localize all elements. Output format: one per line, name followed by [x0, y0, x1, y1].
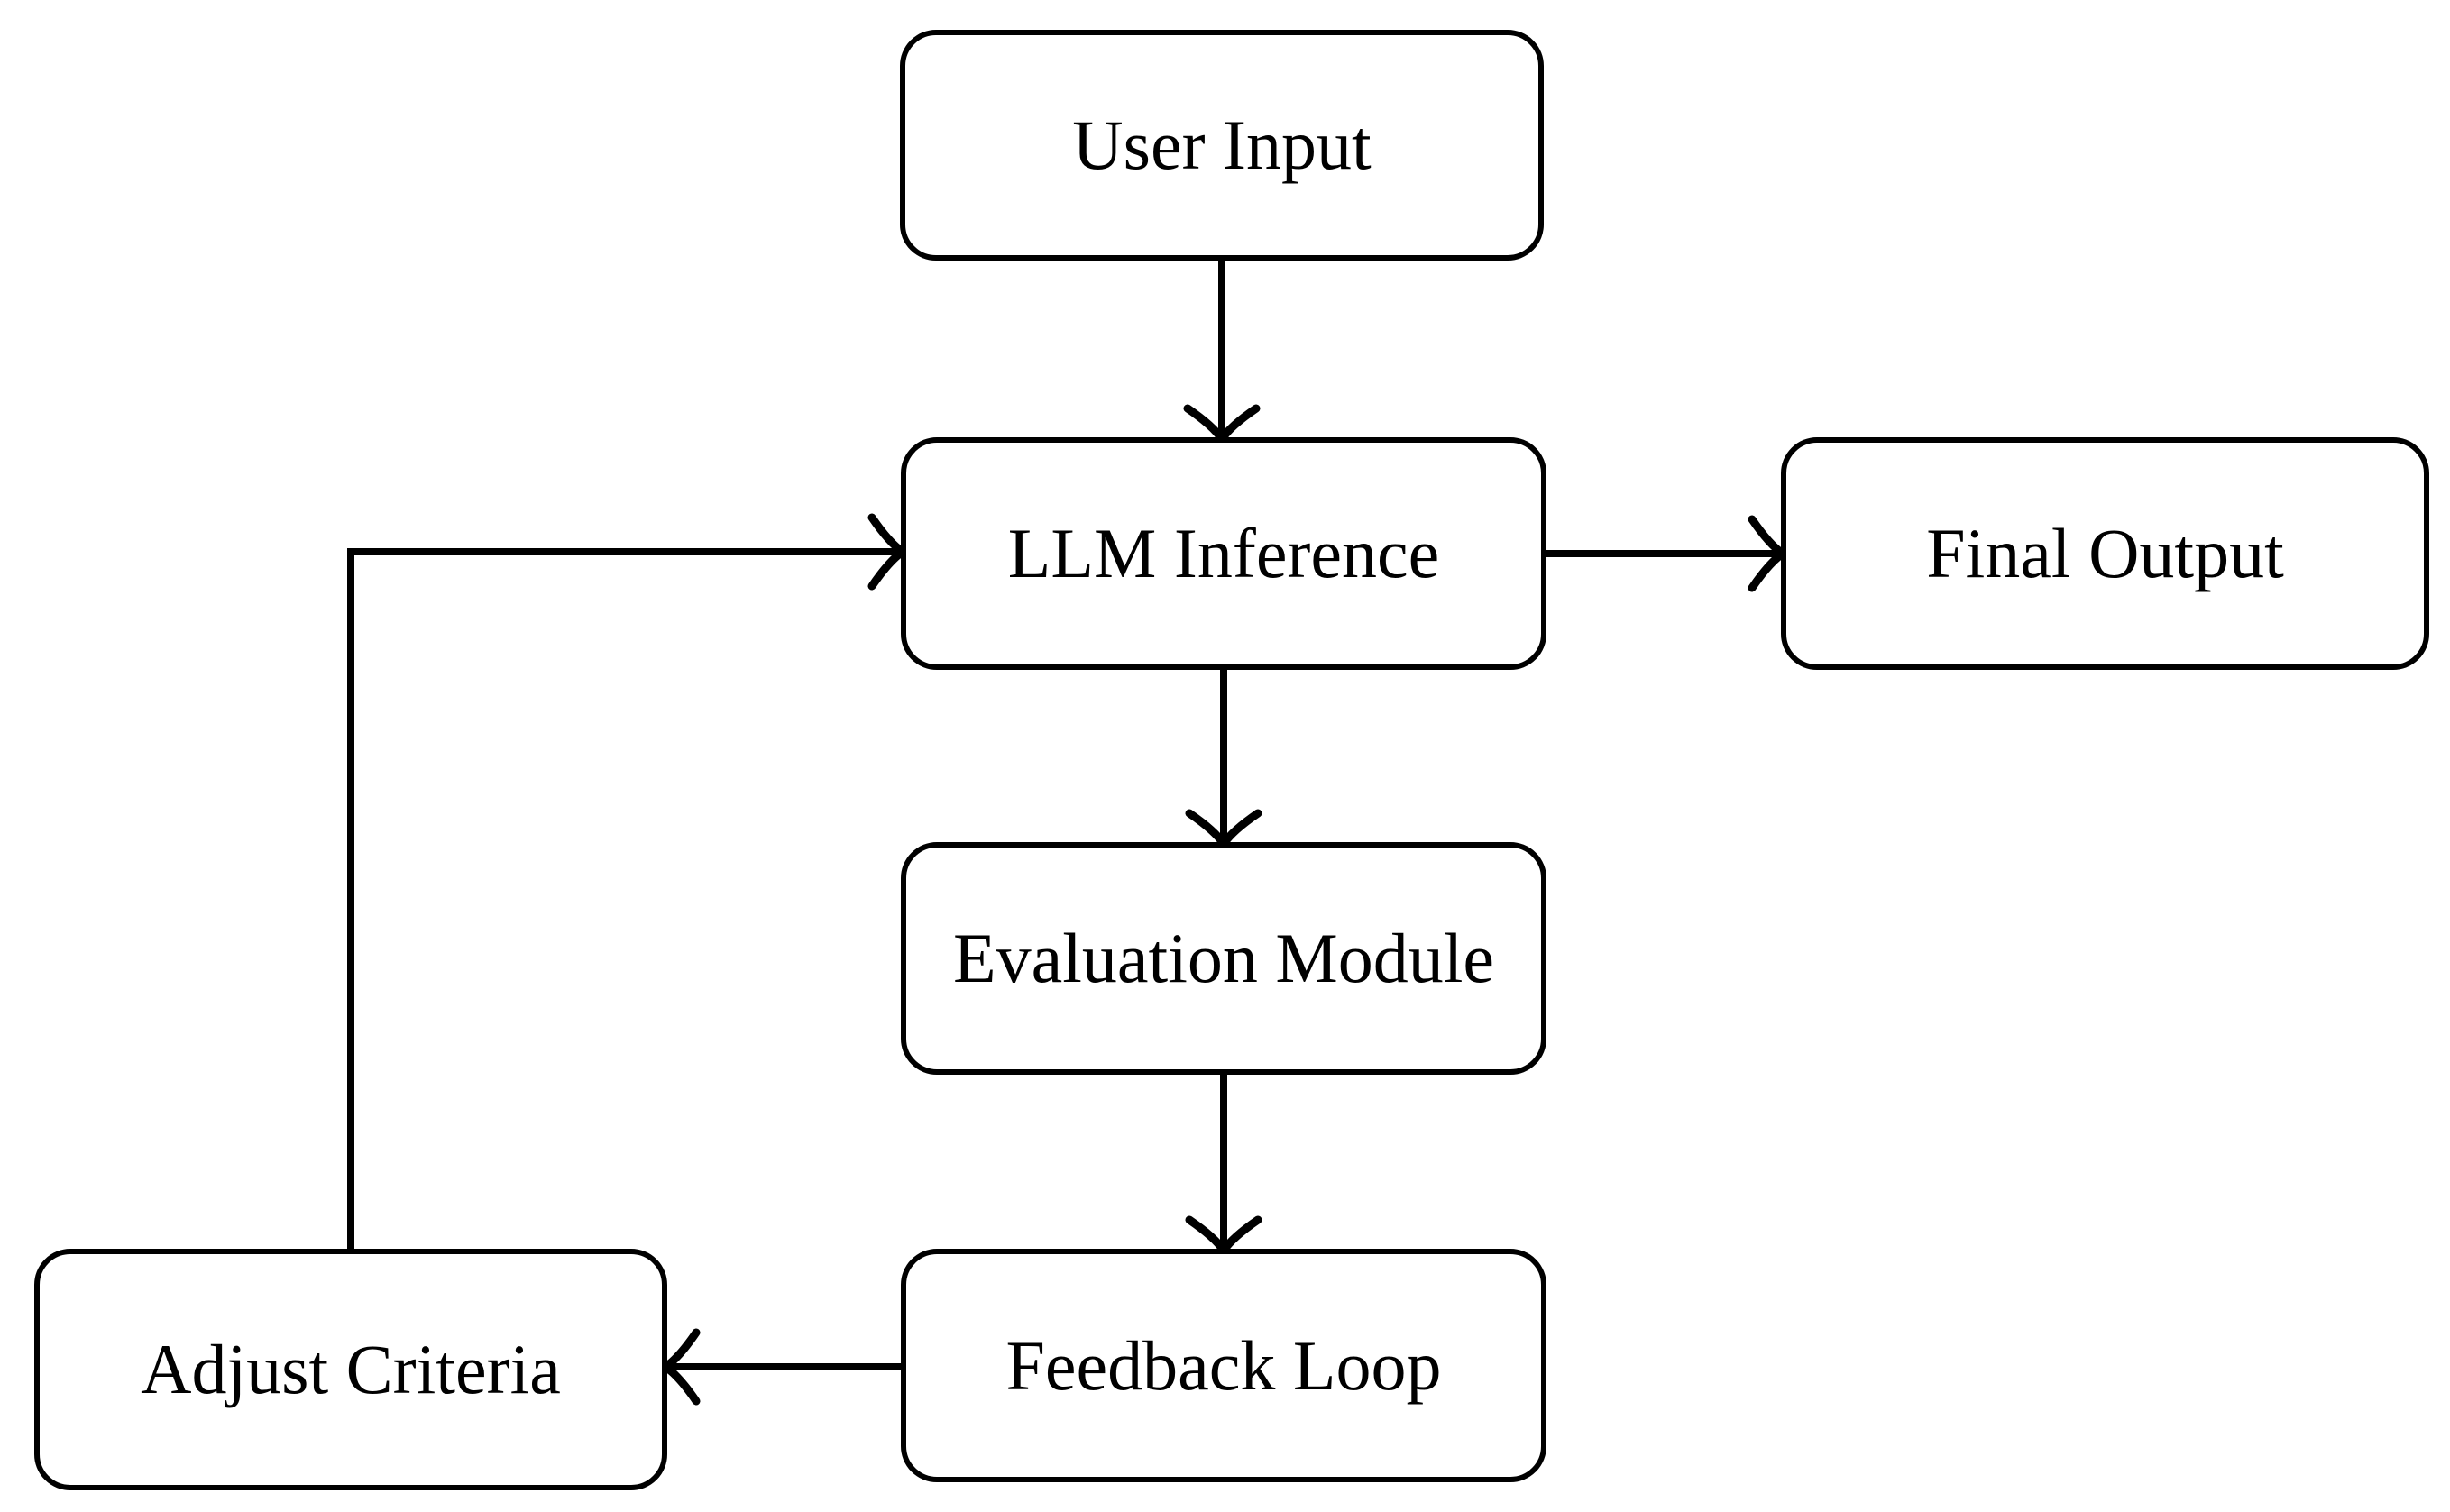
- node-final-output: Final Output: [1781, 437, 2429, 670]
- node-label: User Input: [1072, 105, 1372, 184]
- node-feedback-loop: Feedback Loop: [901, 1249, 1546, 1482]
- node-adjust-criteria: Adjust Criteria: [34, 1249, 667, 1490]
- edge-feedback-loop-to-adjust-criteria: [665, 1333, 901, 1401]
- node-label: Feedback Loop: [1005, 1325, 1442, 1405]
- node-evaluation-module: Evaluation Module: [901, 842, 1546, 1075]
- node-user-input: User Input: [900, 30, 1544, 261]
- edge-evaluation-module-to-feedback-loop: [1189, 1075, 1258, 1251]
- edge-llm-inference-to-final-output: [1546, 519, 1783, 588]
- edge-user-input-to-llm-inference: [1188, 261, 1256, 439]
- node-label: Adjust Criteria: [141, 1330, 561, 1408]
- node-label: Final Output: [1926, 514, 2284, 592]
- node-llm-inference: LLM Inference: [901, 437, 1546, 670]
- edge-adjust-criteria-to-llm-inference: [347, 518, 903, 1249]
- edge-llm-inference-to-evaluation-module: [1189, 670, 1258, 844]
- node-label: Evaluation Module: [952, 919, 1495, 997]
- node-label: LLM Inference: [1007, 514, 1440, 592]
